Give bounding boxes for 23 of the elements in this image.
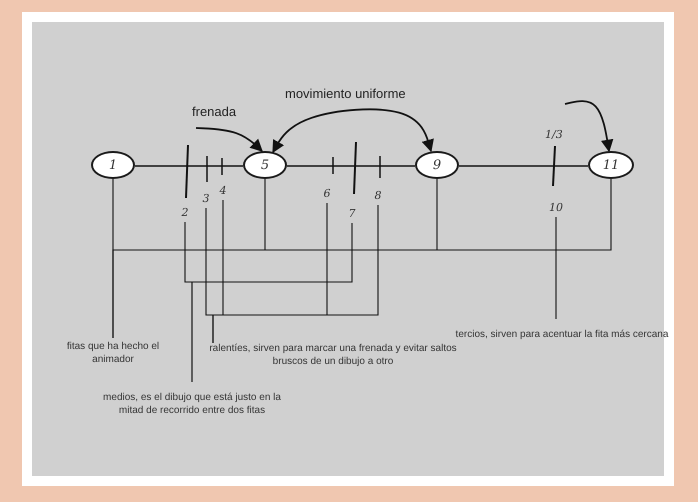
leader-line	[212, 205, 379, 343]
frame-number: 2	[178, 204, 192, 220]
curved-arrow	[564, 100, 614, 152]
curved-arrow	[196, 127, 263, 152]
frame-number: 7	[345, 205, 359, 221]
edge-label: frenada	[190, 104, 238, 119]
timeline-line	[135, 165, 243, 167]
leader-line	[112, 179, 612, 338]
note-text: ralentíes, sirven para marcar una frenada y evitar saltos bruscos de un dibujo a otro	[208, 340, 458, 370]
frame-number: 4	[216, 183, 230, 198]
frame-number: 3	[199, 191, 213, 206]
note-text: fitas que ha hecho el animador	[53, 338, 173, 368]
edge-label: movimiento uniforme	[283, 86, 408, 101]
leader-line	[555, 217, 557, 319]
frame-number: 10	[546, 199, 566, 215]
leader-line	[191, 223, 353, 382]
frame-number: 8	[371, 188, 385, 203]
timeline-line	[287, 165, 415, 167]
curved-arrow	[272, 108, 434, 154]
timeline-line	[459, 165, 588, 167]
frame-number: 6	[320, 186, 334, 201]
fraction-label: 1/3	[545, 128, 563, 141]
note-text: medios, es el dibujo que está justo en la mitad de recorrido entre dos fitas	[100, 382, 284, 426]
